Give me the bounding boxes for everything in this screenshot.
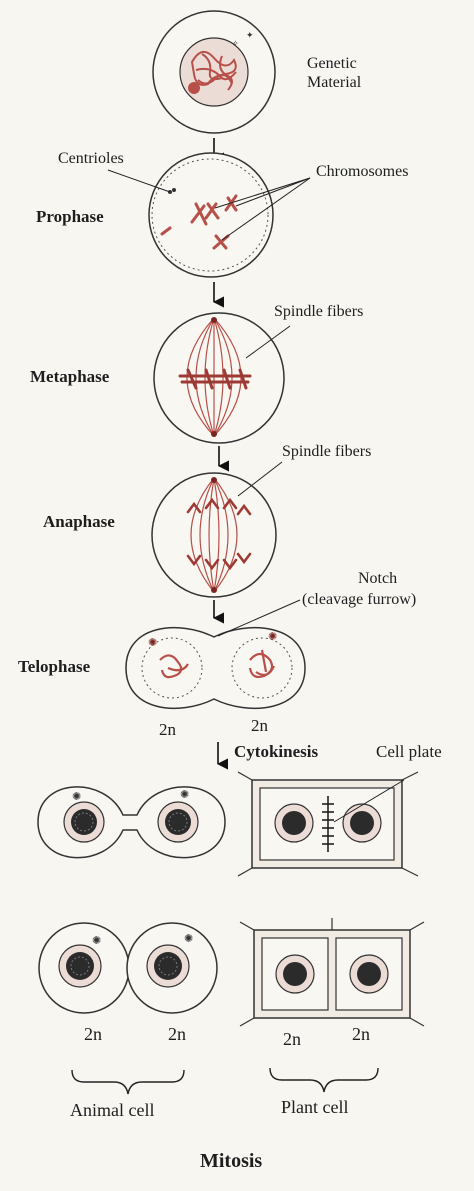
telophase-label: Telophase bbox=[18, 657, 91, 676]
animal-cell-brace bbox=[71, 1069, 185, 1095]
animal-2n-left: 2n bbox=[84, 1024, 102, 1044]
anaphase-label: Anaphase bbox=[43, 512, 115, 531]
svg-text:✺: ✺ bbox=[184, 933, 193, 945]
anaphase-cell bbox=[151, 472, 277, 598]
genetic-material-label-line1: Genetic bbox=[307, 55, 357, 72]
centrioles-label: Centrioles bbox=[58, 150, 124, 167]
plant-2n-left: 2n bbox=[283, 1029, 301, 1049]
telophase-2n-left: 2n bbox=[159, 720, 176, 739]
chromosomes-label: Chromosomes bbox=[316, 163, 409, 180]
interphase-cell: ✦ ✧ bbox=[152, 10, 276, 134]
svg-text:✺: ✺ bbox=[268, 631, 277, 643]
metaphase-cell bbox=[153, 312, 285, 444]
svg-text:✺: ✺ bbox=[148, 637, 157, 649]
cleavage-furrow-label: (cleavage furrow) bbox=[302, 591, 417, 608]
genetic-material-label-line2: Material bbox=[307, 74, 362, 91]
spindle-fibers-label-2: Spindle fibers bbox=[282, 443, 372, 460]
animal-cell-label: Animal cell bbox=[70, 1100, 155, 1120]
prophase-label: Prophase bbox=[36, 207, 104, 226]
telophase-2n-right: 2n bbox=[251, 716, 268, 735]
svg-text:✺: ✺ bbox=[180, 789, 189, 801]
plant-2n-right: 2n bbox=[352, 1024, 370, 1044]
svg-text:✦: ✦ bbox=[246, 30, 254, 40]
diagram-title: Mitosis bbox=[200, 1150, 263, 1172]
plant-cell-dividing bbox=[237, 771, 419, 877]
telophase-cell: ✺ ✺ bbox=[125, 626, 306, 710]
spindle-fibers-label-1: Spindle fibers bbox=[274, 303, 364, 320]
prophase-cell bbox=[148, 152, 274, 278]
cytokinesis-label: Cytokinesis bbox=[234, 742, 319, 761]
plant-cell-label: Plant cell bbox=[281, 1097, 349, 1117]
cell-plate-label: Cell plate bbox=[376, 742, 442, 761]
animal-daughter-cells: ✺ ✺ bbox=[38, 922, 218, 1014]
plant-cell-brace bbox=[269, 1067, 379, 1093]
plant-daughter-cells bbox=[239, 918, 425, 1027]
svg-text:✺: ✺ bbox=[72, 791, 81, 803]
metaphase-label: Metaphase bbox=[30, 367, 110, 386]
animal-2n-right: 2n bbox=[168, 1024, 186, 1044]
svg-text:✧: ✧ bbox=[232, 39, 239, 48]
svg-text:✺: ✺ bbox=[92, 935, 101, 947]
notch-label: Notch bbox=[358, 570, 398, 587]
animal-cell-dividing: ✺ ✺ bbox=[37, 786, 226, 859]
